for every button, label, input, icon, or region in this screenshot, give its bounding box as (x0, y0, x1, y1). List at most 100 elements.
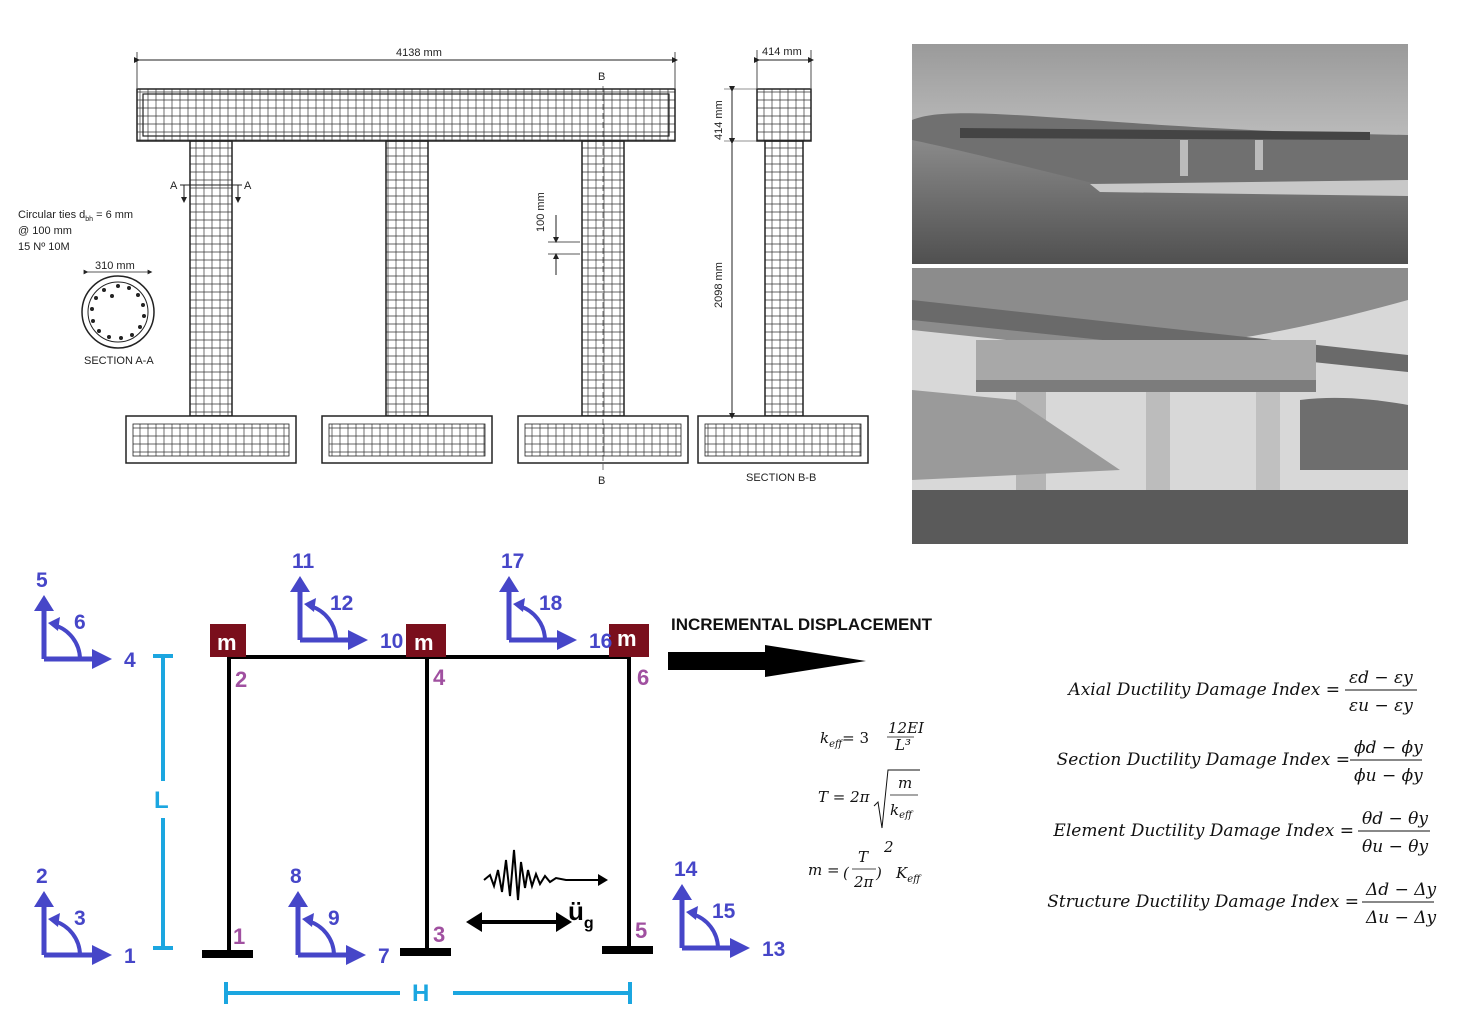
damage-index-numerator: Δd − Δy (1365, 880, 1436, 900)
damage-index-denominator: ϕu − ϕy (1354, 766, 1423, 786)
dof-label-18: 18 (539, 592, 563, 615)
damage-index-numerator: θd − θy (1362, 809, 1428, 829)
damage-index-label: Section Ductility Damage Index = (1057, 750, 1350, 770)
damage-index-1: Axial Ductility Damage Index = εd − εy εu … (1066, 668, 1417, 716)
dimension-width-label: 4138 mm (396, 47, 442, 59)
section-aa-bars (90, 284, 146, 340)
section-bb-column (764, 140, 804, 417)
dof-label-11: 11 (292, 550, 315, 573)
dof-glyph-4: 10 11 12 (290, 550, 403, 653)
svg-text:): ) (875, 864, 882, 882)
cut-label-b-top: B (598, 71, 605, 83)
keff-denominator: L³ (894, 736, 911, 754)
dof-label-17: 17 (501, 550, 524, 573)
cut-label-a-right: A (244, 180, 252, 192)
dof-glyph-3: 7 8 9 (288, 865, 390, 968)
dof-label-13: 13 (762, 938, 785, 961)
dof-label-12: 12 (330, 592, 353, 615)
dof-label-1: 1 (124, 945, 136, 968)
cap-beam (136, 88, 676, 142)
dof-glyph-1: 1 2 3 (34, 865, 136, 968)
mass-denominator: 2π (853, 873, 875, 891)
cut-label-a-left: A (170, 180, 178, 192)
damage-index-denominator: Δu − Δy (1365, 908, 1437, 928)
dimension-column-height: 2098 mm (713, 262, 725, 308)
damage-index-3: Element Ductility Damage Index = θd − θy θ… (1052, 809, 1430, 857)
period-denominator: keff (890, 801, 914, 821)
damage-index-numerator: εd − εy (1349, 668, 1413, 688)
dof-glyph-2: 4 5 6 (34, 569, 136, 672)
dimension-section-width: 414 mm (762, 46, 802, 58)
section-aa-title: SECTION A-A (84, 355, 154, 367)
damage-index-denominator: θu − θy (1362, 837, 1428, 857)
column-left (189, 140, 233, 417)
dof-label-14: 14 (674, 858, 698, 881)
node-label-5: 5 (635, 918, 647, 943)
mass-exponent: 2 (883, 838, 894, 856)
damage-index-label: Axial Ductility Damage Index = (1066, 680, 1340, 700)
ties-note-line3: 15 Nº 10M (18, 241, 70, 253)
node-label-6: 6 (637, 665, 649, 690)
ties-note-line1: Circular ties dbh = 6 mm (18, 209, 133, 223)
ground-motion-record (483, 849, 598, 901)
frame-model: m m m 1 2 3 4 5 6 L H INCREMENTAL DISPLA… (153, 615, 933, 1007)
dof-label-8: 8 (290, 865, 302, 888)
dimension-tie-spacing: 100 mm (535, 192, 547, 232)
mass-node-4 (406, 624, 446, 657)
dof-label-6: 6 (74, 611, 86, 634)
frame-equations: keff= 3 12EI L³ T = 2π m keff m = ( T 2π… (808, 719, 925, 891)
mass-node-2 (210, 624, 246, 657)
dimension-circle-label: 310 mm (95, 260, 135, 272)
incremental-displacement-label: INCREMENTAL DISPLACEMENT (671, 615, 933, 634)
damage-index-4: Structure Ductility Damage Index = Δd − Δ… (1047, 880, 1436, 928)
bent-reinforcement-drawing: 4138 mm A A B B 100 mm Circular ties dbh (18, 46, 869, 487)
svg-text:(: ( (843, 864, 850, 882)
ties-note-line2: @ 100 mm (18, 225, 72, 237)
dof-label-4: 4 (124, 649, 136, 672)
dof-label-5: 5 (36, 569, 48, 592)
bridge-photo-top (912, 44, 1408, 264)
dim-L-label: L (154, 787, 169, 814)
node-label-2: 2 (235, 667, 247, 692)
column-middle (385, 140, 429, 417)
dof-label-9: 9 (328, 907, 340, 930)
dim-H-label: H (412, 980, 429, 1007)
dof-label-2: 2 (36, 865, 48, 888)
node-label-1: 1 (233, 924, 245, 949)
incremental-displacement-arrow (668, 645, 866, 677)
mass-numerator: T (858, 848, 869, 866)
cut-label-b-bottom: B (598, 475, 605, 487)
dof-label-7: 7 (378, 945, 390, 968)
bridge-photo-bottom (912, 268, 1408, 544)
support-1 (202, 950, 253, 958)
section-bb-cap (756, 88, 812, 142)
damage-index-label: Structure Ductility Damage Index = (1047, 892, 1359, 912)
dof-label-10: 10 (380, 630, 403, 653)
mass-stiffness: Keff (895, 864, 922, 885)
mass-node-6 (609, 624, 649, 657)
damage-index-label: Element Ductility Damage Index = (1052, 821, 1354, 841)
node-label-3: 3 (433, 922, 445, 947)
damage-index-equations: Axial Ductility Damage Index = εd − εy εu … (1047, 668, 1436, 928)
mass-equation-lhs: m = (808, 861, 840, 879)
keff-equation-lhs: keff= 3 (820, 729, 869, 750)
dof-glyph-6: 16 17 18 (499, 550, 612, 653)
period-numerator: m (898, 774, 912, 792)
support-3 (400, 948, 451, 956)
ground-acceleration-symbol: üg (568, 896, 594, 932)
support-5 (602, 946, 653, 954)
dof-label-16: 16 (589, 630, 612, 653)
dimension-cap-height: 414 mm (713, 100, 725, 140)
mass-label-node-6: m (617, 626, 637, 651)
damage-index-numerator: ϕd − ϕy (1354, 738, 1423, 758)
mass-label-node-4: m (414, 630, 434, 655)
dof-label-3: 3 (74, 907, 86, 930)
node-label-4: 4 (433, 665, 446, 690)
section-bb-title: SECTION B-B (746, 472, 816, 484)
damage-index-denominator: εu − εy (1349, 696, 1413, 716)
mass-label-node-2: m (217, 630, 237, 655)
keff-numerator: 12EI (888, 719, 925, 737)
